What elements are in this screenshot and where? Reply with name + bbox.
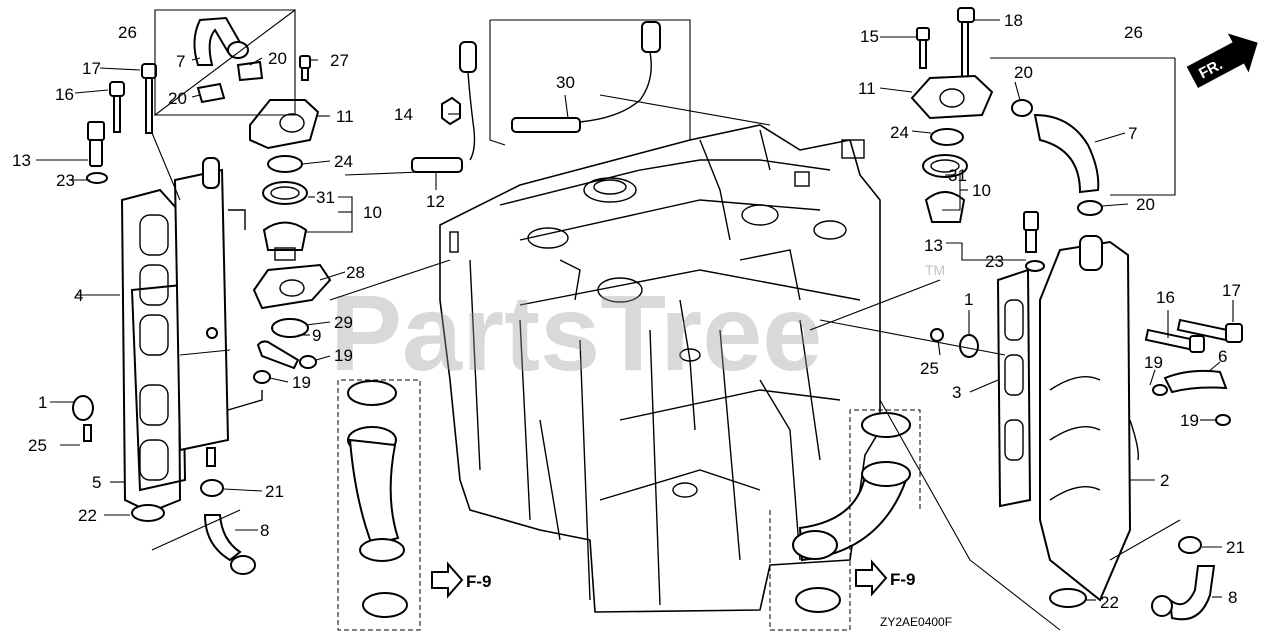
right-exhaust-manifold-drawing xyxy=(996,235,1140,602)
callout-3: 3 xyxy=(952,383,961,402)
callout-22: 22 xyxy=(78,506,97,525)
group-outlines xyxy=(151,8,1181,631)
callout-31: 31 xyxy=(948,166,967,185)
temperature-sensor-drawing xyxy=(411,41,477,173)
callout-14: 14 xyxy=(394,105,413,124)
callout-21: 21 xyxy=(1226,538,1245,557)
callout-15: 15 xyxy=(860,27,879,46)
callout-29: 29 xyxy=(334,313,353,332)
callout-6: 6 xyxy=(1218,347,1227,366)
left-hardware-drawing xyxy=(72,16,332,575)
drawing-code: ZY2AE0400F xyxy=(880,615,952,629)
callout-16: 16 xyxy=(1156,288,1175,307)
leader-lines xyxy=(36,19,1234,631)
callout-21: 21 xyxy=(265,482,284,501)
oxygen-sensor-drawing xyxy=(511,21,661,133)
callout-23: 23 xyxy=(985,252,1004,271)
callout-19: 19 xyxy=(1144,353,1163,372)
callout-31: 31 xyxy=(316,188,335,207)
callout-labels: 26 7 20 27 17 16 20 11 13 24 23 31 10 28… xyxy=(12,11,1245,612)
callout-2: 2 xyxy=(1160,471,1169,490)
callout-27: 27 xyxy=(330,51,349,70)
left-exhaust-manifold-drawing xyxy=(120,157,263,514)
reference-f9-right[interactable]: F-9 xyxy=(890,570,916,589)
callout-20: 20 xyxy=(168,89,187,108)
callout-7: 7 xyxy=(1128,124,1137,143)
callout-8: 8 xyxy=(1228,588,1237,607)
callout-9: 9 xyxy=(312,326,321,345)
callout-19: 19 xyxy=(292,373,311,392)
callout-18: 18 xyxy=(1004,11,1023,30)
callout-23: 23 xyxy=(56,171,75,190)
callout-17: 17 xyxy=(1222,281,1241,300)
callout-30: 30 xyxy=(556,73,575,92)
callout-20: 20 xyxy=(268,49,287,68)
callout-26: 26 xyxy=(1124,23,1143,42)
callout-5: 5 xyxy=(92,473,101,492)
callout-13: 13 xyxy=(924,236,943,255)
callout-8: 8 xyxy=(260,521,269,540)
callout-11: 11 xyxy=(858,79,876,98)
callout-1: 1 xyxy=(38,393,47,412)
callout-4: 4 xyxy=(74,286,83,305)
cylinder-block-drawing xyxy=(439,124,881,613)
right-hardware-drawing xyxy=(910,7,1243,621)
callout-28: 28 xyxy=(346,263,365,282)
callout-17: 17 xyxy=(82,59,101,78)
trademark: TM xyxy=(925,262,945,278)
callout-11: 11 xyxy=(336,107,354,126)
watermark: PartsTree xyxy=(330,272,822,393)
callout-25: 25 xyxy=(28,436,47,455)
callout-7: 7 xyxy=(176,52,185,71)
callout-12: 12 xyxy=(426,192,445,211)
callout-26: 26 xyxy=(118,23,137,42)
callout-10: 10 xyxy=(363,203,382,222)
right-inset-hose-drawing xyxy=(792,412,911,613)
front-direction-arrow: FR. xyxy=(1186,33,1258,88)
callout-1: 1 xyxy=(964,290,973,309)
callout-16: 16 xyxy=(55,85,74,104)
callout-24: 24 xyxy=(890,123,909,142)
callout-25: 25 xyxy=(920,359,939,378)
reference-f9-left[interactable]: F-9 xyxy=(466,572,492,591)
callout-13: 13 xyxy=(12,151,31,170)
left-inset-hose-drawing xyxy=(347,380,464,618)
callout-10: 10 xyxy=(972,181,991,200)
callout-19: 19 xyxy=(1180,411,1199,430)
callout-24: 24 xyxy=(334,152,353,171)
callout-22: 22 xyxy=(1100,593,1119,612)
callout-20: 20 xyxy=(1014,63,1033,82)
callout-19: 19 xyxy=(334,346,353,365)
callout-20: 20 xyxy=(1136,195,1155,214)
